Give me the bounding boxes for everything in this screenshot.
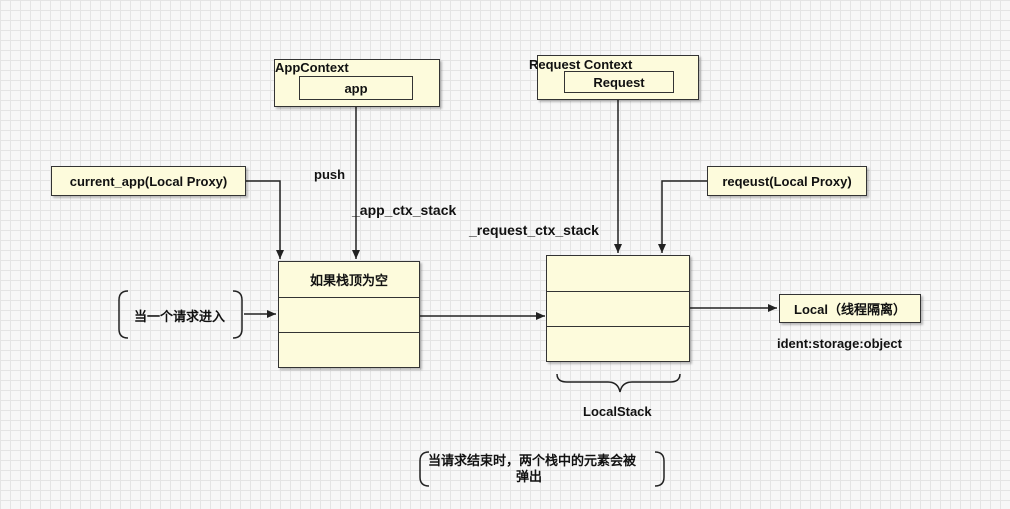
app-context-box: AppContext app xyxy=(274,59,440,107)
request-ctx-stack xyxy=(546,255,690,362)
local-label: Local（线程隔离） xyxy=(794,302,906,317)
request-context-title: Request Context xyxy=(529,57,633,72)
request-ctx-stack-label: _request_ctx_stack xyxy=(469,222,599,238)
app-stack-slot-2 xyxy=(279,297,419,332)
app-context-title: AppContext xyxy=(275,60,349,75)
end-note-line-1: 当请求结束时，两个栈中的元素会被 xyxy=(428,453,637,468)
request-proxy-arrow xyxy=(658,180,707,253)
push-label: push xyxy=(314,167,346,182)
entry-left-bracket xyxy=(118,290,129,339)
end-note: 当请求结束时，两个栈中的元素会被 弹出 xyxy=(428,453,658,485)
request-entry-label: 当一个请求进入 xyxy=(134,309,226,324)
request-context-box: Request Context Request xyxy=(529,55,699,100)
app-ctx-stack: 如果栈顶为空 xyxy=(278,261,420,368)
request-stack-slot-2 xyxy=(547,291,689,326)
current-app-proxy-box: current_app(Local Proxy) xyxy=(51,166,246,196)
current-app-arrow xyxy=(246,180,284,259)
request-proxy-label: reqeust(Local Proxy) xyxy=(722,173,852,189)
request-stack-slot-3 xyxy=(547,326,689,361)
request-proxy-box: reqeust(Local Proxy) xyxy=(707,166,867,196)
local-box: Local（线程隔离） xyxy=(779,294,921,323)
localstack-label: LocalStack xyxy=(583,404,652,419)
request-inner-box: Request xyxy=(564,71,674,93)
localstack-brace xyxy=(556,373,681,393)
app-ctx-stack-label: _app_ctx_stack xyxy=(352,202,457,218)
request-inner-label: Request xyxy=(593,74,645,90)
end-note-line-2: 弹出 xyxy=(516,469,543,484)
note-left-bracket xyxy=(419,451,430,487)
app-inner-box: app xyxy=(299,76,413,100)
app-stack-top-label: 如果栈顶为空 xyxy=(309,273,388,288)
app-stack-slot-3 xyxy=(279,332,419,367)
app-stack-top-slot: 如果栈顶为空 xyxy=(279,262,419,297)
ident-label: ident:storage:object xyxy=(777,336,902,351)
note-right-bracket xyxy=(654,451,665,487)
entry-right-bracket xyxy=(232,290,243,339)
current-app-label: current_app(Local Proxy) xyxy=(69,173,228,189)
app-inner-label: app xyxy=(344,80,368,96)
